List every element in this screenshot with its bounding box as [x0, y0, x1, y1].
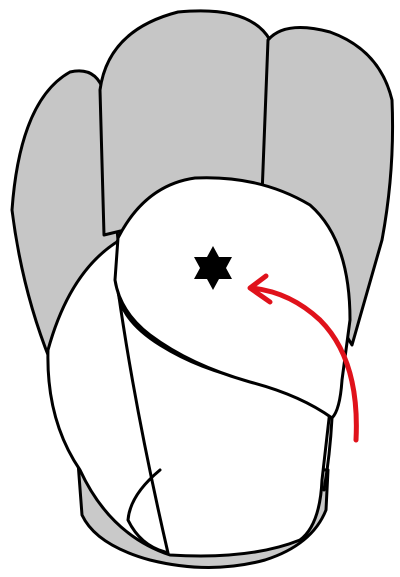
hand-diagram: [0, 0, 400, 577]
